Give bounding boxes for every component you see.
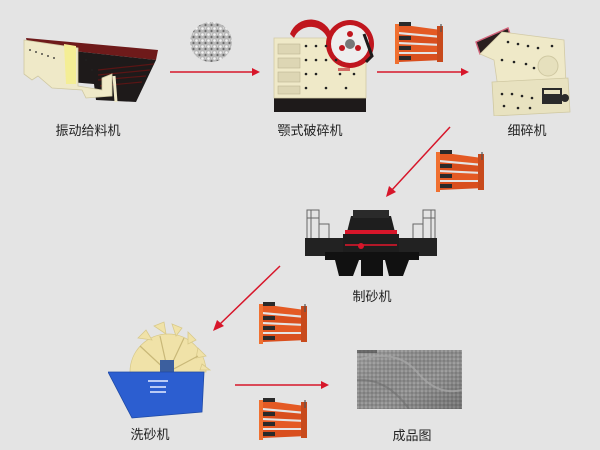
raw-stone-image xyxy=(189,21,233,63)
vibrating-screen-image-4 xyxy=(255,394,311,442)
jaw-crusher-label: 颚式破碎机 xyxy=(277,124,343,139)
flow-arrow-sandmaker-to-washer xyxy=(208,263,284,335)
sand-washer-image xyxy=(108,320,212,420)
vibrating-feeder-image xyxy=(16,30,164,106)
vibrating-screen-image-1 xyxy=(391,18,447,66)
sand-washer-label: 洗砂机 xyxy=(130,428,170,443)
fine-crusher-label: 细碎机 xyxy=(507,124,547,139)
finished-product-label: 成品图 xyxy=(392,429,432,444)
jaw-crusher-image xyxy=(270,14,374,114)
sand-maker-label: 制砂机 xyxy=(352,290,392,305)
vibrating-feeder-label: 振动给料机 xyxy=(55,124,121,139)
flow-arrow-fine-to-sandmaker xyxy=(380,124,454,202)
vibrating-screen-image-3 xyxy=(255,298,311,346)
flow-arrow-jaw-to-fine xyxy=(375,66,471,78)
finished-product-image xyxy=(357,350,462,409)
flow-arrow-feeder-to-jaw xyxy=(168,66,262,78)
flow-arrow-washer-to-product xyxy=(233,379,331,391)
fine-crusher-image xyxy=(472,24,572,116)
vibrating-screen-image-2 xyxy=(432,146,488,194)
sand-maker-image xyxy=(305,206,437,282)
